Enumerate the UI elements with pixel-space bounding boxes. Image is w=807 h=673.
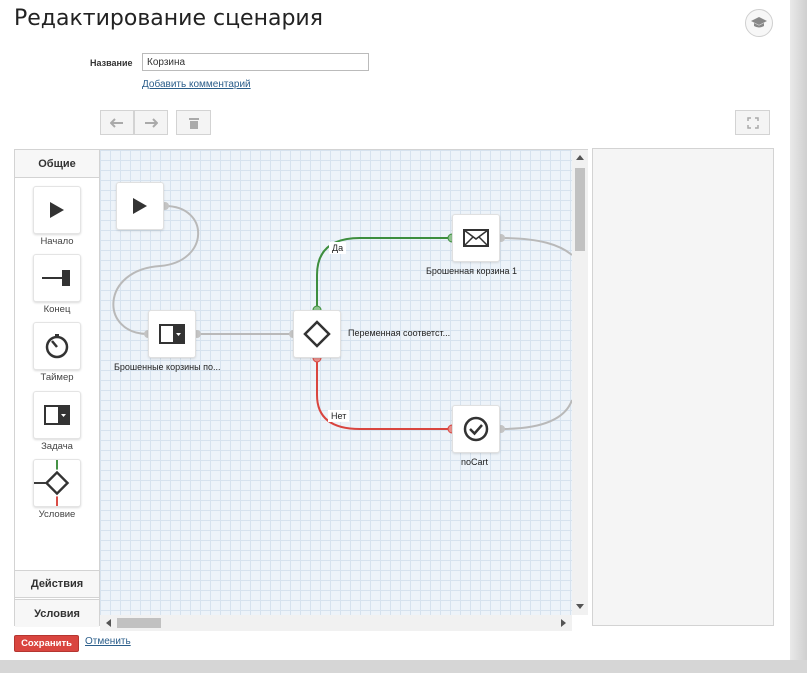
- play-icon: [133, 198, 147, 214]
- window-right-edge: [790, 0, 807, 673]
- node-email-label: Брошенная корзина 1: [426, 266, 518, 276]
- edge-label-yes: Да: [329, 242, 347, 254]
- palette-start-label: Начало: [40, 236, 74, 247]
- page-title: Редактирование сценария: [14, 6, 323, 31]
- palette-end-label: Конец: [43, 304, 71, 315]
- scroll-right-icon: [561, 619, 566, 627]
- palette-end[interactable]: [33, 254, 81, 302]
- help-button[interactable]: [745, 9, 773, 37]
- tab-general[interactable]: Общие: [15, 150, 99, 178]
- node-condition[interactable]: [293, 310, 341, 358]
- timer-icon: [45, 334, 69, 359]
- palette-task[interactable]: [33, 391, 81, 439]
- palette-condition[interactable]: [33, 459, 81, 507]
- task-icon: [159, 324, 185, 344]
- edge-label-no: Нет: [328, 410, 350, 422]
- workflow-canvas[interactable]: Брошенные корзины по... Переменная соотв…: [100, 149, 572, 615]
- condition-icon: [303, 320, 331, 348]
- scroll-down-icon: [576, 604, 584, 609]
- end-icon: [42, 270, 70, 286]
- cancel-link[interactable]: Отменить: [85, 636, 131, 647]
- edge-start-task: [112, 205, 200, 335]
- check-circle-icon: [463, 416, 489, 442]
- palette-timer-label: Таймер: [40, 372, 74, 383]
- node-email[interactable]: [452, 214, 500, 262]
- envelope-icon: [463, 229, 489, 247]
- edge-email-out: [500, 237, 572, 256]
- properties-panel: [592, 148, 774, 626]
- name-input[interactable]: [142, 53, 369, 71]
- workflow-edges: [112, 202, 572, 434]
- save-button[interactable]: Сохранить: [14, 635, 79, 652]
- add-comment-link[interactable]: Добавить комментарий: [142, 79, 251, 90]
- palette-timer[interactable]: [33, 322, 81, 370]
- tab-conditions[interactable]: Условия: [15, 599, 99, 627]
- delete-button[interactable]: [176, 110, 211, 135]
- name-label: Название: [90, 58, 133, 68]
- node-task-label: Брошенные корзины по...: [114, 362, 221, 372]
- node-condition-label: Переменная соответст...: [348, 328, 451, 338]
- tab-actions[interactable]: Действия: [15, 570, 99, 598]
- palette-start[interactable]: [33, 186, 81, 234]
- fullscreen-icon: [746, 116, 759, 129]
- play-icon: [50, 202, 64, 218]
- palette-condition-label: Условие: [38, 509, 76, 520]
- edge-nocart-out: [500, 399, 572, 430]
- window-bottom-edge: [0, 660, 807, 673]
- scroll-up-icon: [576, 155, 584, 160]
- undo-icon: [110, 117, 123, 128]
- edge-no: [316, 358, 452, 430]
- palette-panel: Общие Начало Конец Таймер Задача: [14, 149, 100, 627]
- scroll-left-icon: [106, 619, 111, 627]
- canvas-vertical-scrollbar[interactable]: [572, 149, 588, 615]
- condition-icon: [34, 460, 70, 506]
- palette-task-label: Задача: [41, 441, 73, 452]
- fullscreen-button[interactable]: [735, 110, 770, 135]
- vertical-scroll-thumb[interactable]: [575, 168, 585, 251]
- task-icon: [44, 405, 70, 425]
- horizontal-scroll-thumb[interactable]: [117, 618, 161, 628]
- trash-icon: [188, 117, 199, 129]
- redo-icon: [145, 117, 158, 128]
- canvas-horizontal-scrollbar[interactable]: [100, 615, 572, 631]
- node-start[interactable]: [116, 182, 164, 230]
- node-nocart-label: noCart: [461, 457, 489, 467]
- node-task[interactable]: [148, 310, 196, 358]
- redo-button[interactable]: [134, 110, 168, 135]
- edge-yes: [316, 237, 452, 310]
- graduation-cap-icon: [751, 17, 767, 28]
- undo-button[interactable]: [100, 110, 134, 135]
- node-nocart[interactable]: [452, 405, 500, 453]
